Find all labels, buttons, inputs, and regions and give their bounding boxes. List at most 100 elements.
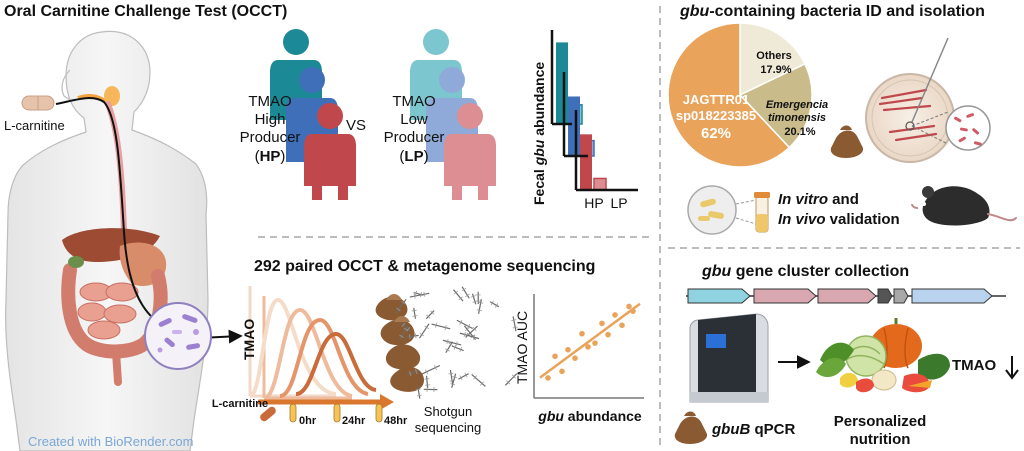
- down-arrow-icon: [1005, 356, 1019, 380]
- sequencing-reads: [395, 286, 518, 399]
- tmao-axis-label: TMAO: [241, 319, 257, 360]
- bar-ylabel-post: abundance: [531, 62, 547, 140]
- hp-label-line-3: Producer: [240, 129, 301, 146]
- validation-line-2-em: In vivo: [778, 211, 826, 228]
- stool-icon-qpcr: [674, 411, 708, 444]
- bar-series-2-lp: [593, 177, 607, 191]
- hp-label-line-2: High: [255, 111, 286, 128]
- dna-read: [400, 322, 412, 332]
- validation-line-1-em: In vitro: [778, 191, 828, 208]
- pie-em-name-1: Emergencia: [766, 99, 828, 111]
- dna-read: [418, 323, 430, 339]
- time-label-24hr: 24hr: [342, 415, 366, 427]
- pie-jag-pct: 62%: [701, 125, 731, 142]
- person-light-red: [444, 103, 496, 200]
- scatter-point: [585, 344, 591, 350]
- scatter-point: [572, 355, 578, 361]
- lp-people-group: [410, 29, 496, 200]
- occt-title: Oral Carnitine Challenge Test (OCCT): [4, 3, 287, 20]
- dna-read: [407, 368, 420, 377]
- dna-read: [476, 299, 484, 314]
- timeline-arrow: [258, 394, 394, 410]
- dna-read: [471, 373, 486, 387]
- dna-read: [511, 316, 518, 332]
- pie-slice-jagttr01: [667, 22, 791, 168]
- culture-tube-icon: [754, 192, 770, 233]
- pie-em-name-2: timonensis: [768, 112, 826, 124]
- isolate-magnifier: [911, 105, 991, 151]
- bar-series-2-hp: [580, 134, 592, 190]
- dna-read: [458, 372, 469, 381]
- in-vitro-culture-icon: [687, 185, 757, 235]
- cluster-title-gene: gbu: [701, 263, 732, 280]
- isolation-title-gene: gbu: [679, 3, 710, 20]
- validation-line-2-rest: validation: [826, 211, 900, 228]
- biorender-credit: Created with BioRender.com: [28, 434, 193, 449]
- dna-read: [411, 307, 418, 319]
- gbu-bar-chart: Fecal gbu abundance HP LP: [531, 30, 638, 211]
- dna-read: [445, 341, 454, 354]
- validation-line-2: In vivo validation: [778, 211, 900, 228]
- dna-read: [421, 364, 441, 375]
- dna-read: [406, 333, 419, 340]
- dna-read: [425, 310, 435, 320]
- scatter-points: [545, 303, 636, 381]
- hp-abbr-label: (HP): [255, 148, 286, 165]
- scatter-point: [599, 320, 605, 327]
- bar-ylabel-pre: Fecal: [531, 165, 547, 205]
- dna-read: [461, 286, 470, 299]
- pie-em-pct: 20.1%: [784, 126, 815, 138]
- shotgun-label-line-1: Shotgun: [424, 404, 472, 419]
- dna-read: [453, 289, 464, 302]
- vs-label: VS: [346, 117, 366, 134]
- qpcr-label: gbuB qPCR: [711, 421, 795, 438]
- tmao-kinetics-curves: [248, 286, 377, 400]
- qpcr-rest: qPCR: [750, 421, 795, 438]
- isolation-title: gbu-containing bacteria ID and isolation: [679, 3, 985, 20]
- personalized-line-2: nutrition: [850, 431, 911, 448]
- scatter-point: [612, 312, 618, 318]
- lp-abbr: LP: [404, 148, 423, 165]
- cluster-title: gbu gene cluster collection: [701, 263, 909, 280]
- inoculating-loop-icon: [905, 37, 949, 131]
- bar-series-1-hp: [568, 96, 580, 156]
- scatter-xlabel-rest: abundance: [564, 408, 642, 424]
- stool-icon: [830, 125, 864, 158]
- validation-line-1: In vitro and: [778, 191, 859, 208]
- gut-microbiome-magnifier: [144, 302, 212, 370]
- bar-chart-axes: [550, 30, 638, 192]
- bar-x-lp: LP: [610, 195, 627, 211]
- human-body-illustration: [5, 30, 209, 451]
- dna-read: [424, 375, 430, 389]
- dna-read: [451, 344, 464, 352]
- shotgun-label-line-2: sequencing: [415, 420, 482, 435]
- stool-samples: [375, 294, 424, 392]
- validation-line-1-rest: and: [828, 191, 859, 208]
- scatter-point: [619, 322, 625, 329]
- isolation-title-rest: -containing bacteria ID and isolation: [709, 3, 985, 20]
- time-label-48hr: 48hr: [384, 415, 408, 427]
- dna-read: [413, 290, 424, 298]
- bar-ylabel-gene: gbu: [531, 139, 547, 166]
- pie-others-name: Others: [756, 50, 791, 62]
- dna-read: [409, 291, 430, 299]
- pie-slice-emergencia: [738, 62, 813, 149]
- fruits-vegetables-illustration: [816, 318, 950, 393]
- dna-read: [459, 331, 480, 340]
- gene-cluster-arrows: [686, 288, 1006, 304]
- bar-chart-ylabel: Fecal gbu abundance: [531, 62, 547, 205]
- personalized-line-1: Personalized: [834, 413, 927, 430]
- scatter-point: [565, 346, 571, 353]
- lp-abbr-label: (LP): [399, 148, 428, 165]
- taxa-pie-chart: [667, 22, 813, 168]
- dna-read: [450, 373, 458, 388]
- scatter-point: [605, 331, 611, 338]
- scatter-point: [552, 353, 558, 360]
- sample-tube-0hr: [289, 403, 297, 423]
- dna-read: [423, 386, 438, 393]
- bar-x-hp: HP: [584, 195, 603, 211]
- scatter-point: [579, 330, 585, 337]
- hp-abbr: HP: [260, 148, 281, 165]
- scatter-point: [592, 340, 598, 346]
- dna-read: [415, 386, 422, 399]
